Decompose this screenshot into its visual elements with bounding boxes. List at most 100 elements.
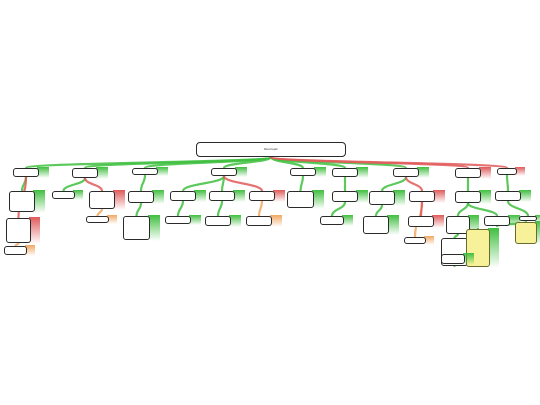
node-color-tab	[33, 190, 45, 213]
connector-n24	[299, 174, 305, 193]
node-color-tab	[314, 167, 326, 177]
topic-node[interactable]	[4, 246, 27, 255]
node-color-tab	[273, 190, 285, 202]
topic-node[interactable]	[165, 216, 191, 224]
connector-n12	[83, 176, 104, 193]
node-color-tab	[342, 215, 353, 226]
node-color-tab	[479, 190, 491, 204]
topic-node[interactable]	[369, 191, 395, 205]
node-color-tab	[519, 190, 531, 202]
node-color-tab	[189, 215, 201, 225]
connector-n35	[466, 201, 499, 218]
topic-node[interactable]	[320, 216, 344, 225]
node-color-tab	[148, 215, 161, 241]
connector-n18	[181, 174, 226, 193]
node-color-tab	[235, 167, 247, 177]
node-color-tab	[113, 190, 125, 210]
topic-node[interactable]	[132, 168, 158, 175]
node-color-tab	[432, 215, 444, 228]
connector-n37	[506, 199, 530, 218]
connector-n31	[419, 200, 424, 218]
node-color-tab	[37, 167, 49, 178]
connector-n23	[216, 199, 224, 218]
topic-node[interactable]	[211, 168, 237, 176]
node-color-tab	[233, 190, 245, 202]
topic-node[interactable]	[441, 254, 465, 264]
connector-n16	[139, 173, 147, 193]
topic-node[interactable]	[209, 191, 235, 201]
topic-node[interactable]	[408, 216, 434, 227]
topic-node[interactable]	[13, 168, 39, 177]
topic-node[interactable]	[497, 168, 517, 175]
node-color-tab	[229, 215, 241, 227]
topic-node[interactable]	[446, 216, 470, 234]
topic-node[interactable]	[290, 168, 316, 176]
topic-node[interactable]	[52, 191, 75, 199]
topic-node[interactable]	[393, 168, 419, 177]
node-color-tab	[25, 245, 36, 256]
topic-node[interactable]	[404, 237, 426, 244]
topic-node[interactable]	[409, 191, 435, 202]
connector-n34	[456, 201, 470, 218]
topic-node[interactable]	[89, 191, 115, 209]
connector-n13	[96, 207, 104, 218]
node-color-tab	[535, 215, 540, 222]
topic-node[interactable]	[332, 168, 358, 177]
node-color-tab	[152, 190, 164, 204]
node-color-tab	[270, 215, 282, 227]
topic-node[interactable]	[9, 191, 35, 212]
topic-node[interactable]	[495, 191, 521, 201]
node-color-tab	[96, 167, 108, 179]
topic-node[interactable]	[170, 191, 196, 201]
node-color-tab	[468, 215, 479, 235]
connector-n15	[14, 241, 20, 248]
node-color-tab	[107, 215, 118, 224]
topic-node[interactable]	[128, 191, 154, 203]
connector-n29	[404, 175, 424, 193]
connector-n27	[380, 175, 408, 193]
node-color-tab	[356, 167, 368, 178]
connector-n21	[257, 199, 264, 218]
connector-n17	[135, 201, 143, 218]
node-color-tab	[417, 167, 429, 178]
node-color-tab	[508, 215, 520, 227]
node-color-tab	[535, 221, 540, 245]
connector-n9	[269, 155, 509, 170]
node-color-tab	[393, 190, 405, 206]
topic-node[interactable]	[72, 168, 98, 178]
node-color-tab	[463, 253, 474, 265]
root-topic[interactable]: Root topic	[196, 142, 346, 157]
topic-node[interactable]	[455, 168, 481, 178]
connector-n26	[330, 200, 347, 218]
topic-node[interactable]	[246, 216, 272, 226]
node-color-tab	[312, 190, 325, 209]
root-topic-label: Root topic	[264, 147, 278, 151]
node-color-tab	[194, 190, 206, 202]
connector-n28	[374, 203, 384, 218]
topic-node[interactable]	[205, 216, 231, 226]
topic-node[interactable]	[123, 216, 150, 240]
node-color-tab	[515, 167, 525, 176]
node-color-tab	[73, 190, 84, 200]
topic-node[interactable]	[455, 191, 481, 203]
connector-n22	[176, 199, 185, 218]
node-color-tab	[356, 190, 368, 203]
topic-node[interactable]	[6, 218, 31, 243]
connector-n33	[505, 173, 510, 193]
node-color-tab	[433, 190, 445, 203]
node-color-tab	[424, 236, 434, 245]
topic-node[interactable]	[363, 216, 389, 234]
connector-n4	[222, 155, 273, 170]
topic-node[interactable]	[332, 191, 358, 202]
topic-node[interactable]	[86, 216, 109, 223]
topic-node[interactable]	[287, 191, 314, 208]
topic-node[interactable]	[519, 216, 537, 221]
note-box[interactable]	[515, 222, 537, 244]
node-color-tab	[479, 167, 491, 179]
topic-node[interactable]	[249, 191, 275, 201]
topic-node[interactable]	[484, 216, 510, 226]
node-color-tab	[387, 215, 399, 235]
node-color-tab	[156, 167, 168, 176]
node-color-tab	[29, 217, 41, 244]
